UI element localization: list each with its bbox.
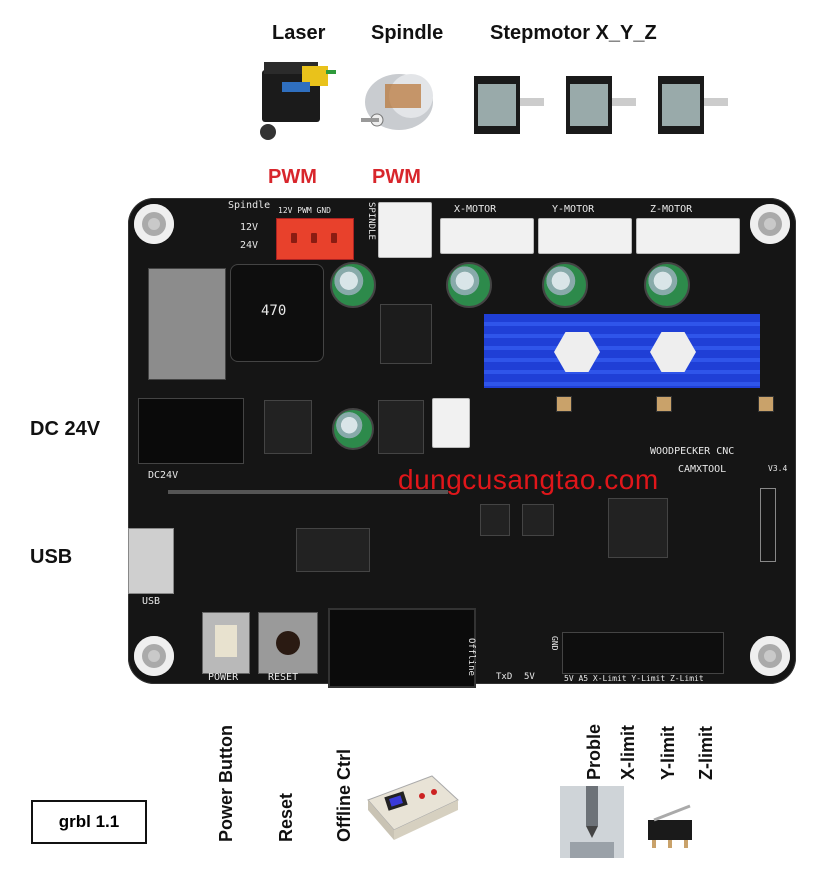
microcontroller (608, 498, 668, 558)
mosfet-3 (378, 400, 424, 454)
laser-connector[interactable] (276, 218, 354, 260)
spindle-motor-image (355, 62, 443, 142)
silk-laser-pins: 12V PWM GND (278, 206, 331, 215)
silk-reset: RESET (268, 672, 299, 683)
usb-label: USB (30, 546, 73, 568)
offline-header[interactable] (328, 608, 476, 688)
y-motor-connector[interactable] (538, 218, 632, 254)
spindle-label: Spindle (371, 22, 444, 44)
limit-switch-image (640, 796, 704, 852)
mosfet-2 (264, 400, 312, 454)
pot-x[interactable] (556, 396, 572, 412)
silk-brand2: CAMXTOOL (678, 464, 727, 475)
capacitor-4 (644, 262, 690, 308)
pwm-spindle-label: PWM (372, 166, 421, 188)
silk-version: V3.4 (768, 464, 788, 473)
mount-hole-bottom-left (134, 636, 174, 676)
usb-serial-ic (296, 528, 370, 572)
capacitor-1 (330, 262, 376, 308)
capacitor-5 (332, 408, 374, 450)
power-button-label: Power Button (216, 725, 236, 842)
silk-24v: 24V (240, 240, 259, 251)
silk-offline: Offline (466, 638, 476, 676)
reset-button[interactable] (258, 612, 318, 674)
offline-ctrl-label: Offline Ctrl (334, 749, 354, 842)
mount-hole-top-left (134, 204, 174, 244)
mount-hole-bottom-right (750, 636, 790, 676)
reset-label: Reset (276, 792, 296, 842)
silk-txd: TxD (496, 672, 513, 682)
heatsink (484, 314, 760, 388)
silk-z-motor: Z-MOTOR (650, 204, 693, 215)
pwm-laser-label: PWM (268, 166, 317, 188)
driver-ic-2 (522, 504, 554, 536)
z-motor-connector[interactable] (636, 218, 740, 254)
x-motor-connector[interactable] (440, 218, 534, 254)
inductor: 470 (230, 264, 324, 362)
silk-5v: 5V (524, 672, 535, 682)
firmware-text: grbl 1.1 (58, 812, 120, 831)
offline-controller-image (362, 770, 462, 844)
pot-z[interactable] (758, 396, 774, 412)
silk-x-motor: X-MOTOR (454, 204, 497, 215)
proble-label: Proble (584, 723, 604, 780)
dc-power-jack[interactable] (138, 398, 244, 464)
silk-spindle-vert: SPINDLE (366, 202, 376, 240)
dc-24v-label: DC 24V (30, 418, 101, 440)
board-trace (168, 490, 448, 494)
mosfet-1 (380, 304, 432, 364)
fan-connector[interactable] (432, 398, 470, 448)
capacitor-2 (446, 262, 492, 308)
controller-board: Spindle 12V 24V 12V PWM GND X-MOTOR Y-MO… (128, 198, 796, 688)
silk-power: POWER (208, 672, 239, 683)
side-header[interactable] (760, 488, 776, 562)
stepper-motor-x-image (468, 70, 548, 140)
voltage-regulator (148, 268, 226, 380)
usb-port[interactable] (128, 528, 174, 594)
firmware-label: grbl 1.1 (31, 800, 147, 844)
stepmotor-label: Stepmotor X_Y_Z (490, 22, 657, 44)
silk-dc24v: DC24V (148, 470, 179, 481)
silk-gnd: GND (550, 636, 559, 651)
silk-limit-header: 5V A5 X-Limit Y-Limit Z-Limit (564, 674, 704, 683)
probe-image (560, 786, 624, 858)
pot-y[interactable] (656, 396, 672, 412)
y-limit-label: Y-limit (658, 725, 678, 780)
stepper-motor-z-image (652, 70, 732, 140)
x-limit-label: X-limit (618, 724, 638, 780)
z-limit-label: Z-limit (696, 726, 716, 780)
limit-header[interactable] (562, 632, 724, 674)
capacitor-3 (542, 262, 588, 308)
spindle-connector[interactable] (378, 202, 432, 258)
driver-ic-1 (480, 504, 510, 536)
stepper-motor-y-image (560, 70, 640, 140)
power-button[interactable] (202, 612, 250, 674)
silk-12v: 12V (240, 222, 259, 233)
silk-spindle: Spindle (228, 200, 271, 211)
laser-module-image (252, 56, 342, 142)
silk-usb: USB (142, 596, 161, 607)
silk-y-motor: Y-MOTOR (552, 204, 595, 215)
watermark: dungcusangtao.com (398, 464, 659, 495)
mount-hole-top-right (750, 204, 790, 244)
silk-brand: WOODPECKER CNC (650, 446, 735, 457)
laser-label: Laser (272, 22, 326, 44)
